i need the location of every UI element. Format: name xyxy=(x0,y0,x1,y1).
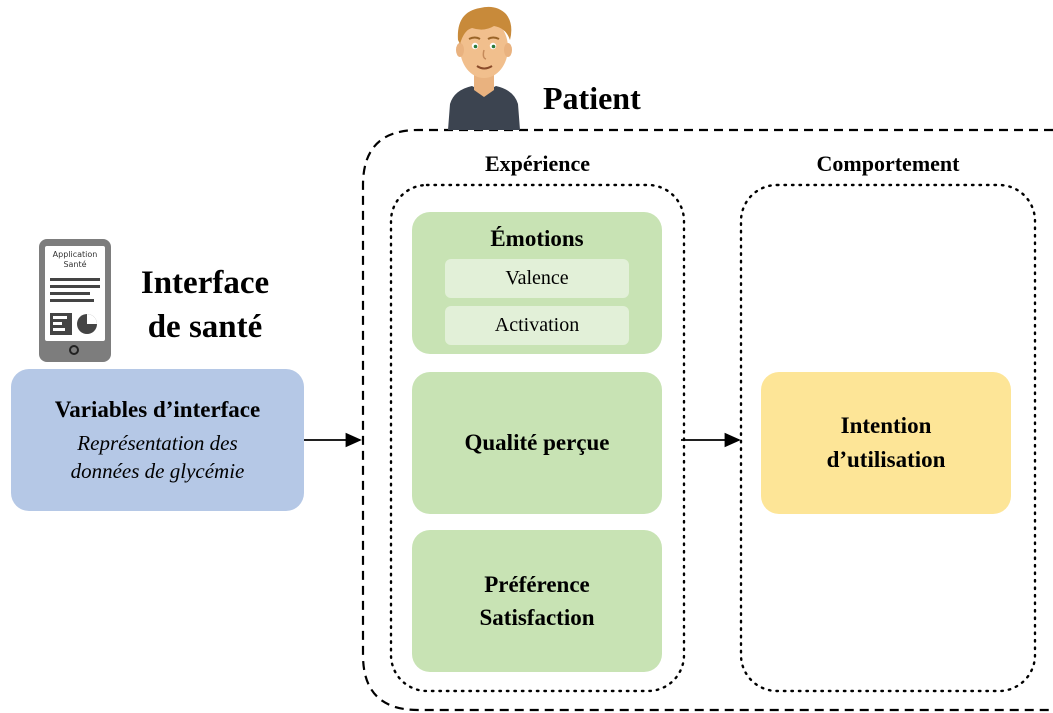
satisfaction-label: Satisfaction xyxy=(479,605,595,630)
intention-line2: d’utilisation xyxy=(826,447,946,472)
device-screen: Application Santé xyxy=(45,246,105,341)
emotion-activation: Activation xyxy=(445,306,629,345)
device-home-button xyxy=(69,345,79,355)
interface-title-line1: Interface xyxy=(140,265,270,301)
intention-line1: Intention xyxy=(840,413,932,438)
preference-label: Préférence xyxy=(484,572,590,597)
device-app-label-2: Santé xyxy=(63,260,87,269)
patient-avatar xyxy=(448,6,520,130)
device-app-label-1: Application xyxy=(52,250,98,259)
variables-title: Variables d’interface xyxy=(54,397,261,422)
emotions-title: Émotions xyxy=(490,226,584,251)
variables-desc-line1: Représentation des xyxy=(77,431,238,455)
variables-desc-line2: données de glycémie xyxy=(70,459,245,483)
variables-box: Variables d’interface Représentation des… xyxy=(11,369,304,511)
patient-title: Patient xyxy=(543,80,641,116)
behavior-header: Comportement xyxy=(816,151,960,176)
quality-box: Qualité perçue xyxy=(412,372,662,514)
emotion-valence: Valence xyxy=(445,259,629,298)
interface-title-line2: de santé xyxy=(147,309,263,345)
emotions-box: Émotions Valence Activation xyxy=(412,212,662,354)
quality-label: Qualité perçue xyxy=(464,430,610,455)
intention-box: Intention d’utilisation xyxy=(761,372,1011,514)
device-text-lines xyxy=(50,278,100,302)
experience-header: Expérience xyxy=(484,151,591,176)
preference-box: Préférence Satisfaction xyxy=(412,530,662,672)
behavior-container xyxy=(739,183,1037,693)
device-chart-icon xyxy=(50,313,97,335)
experience-container xyxy=(389,183,686,693)
health-app-device: Application Santé xyxy=(39,239,111,362)
